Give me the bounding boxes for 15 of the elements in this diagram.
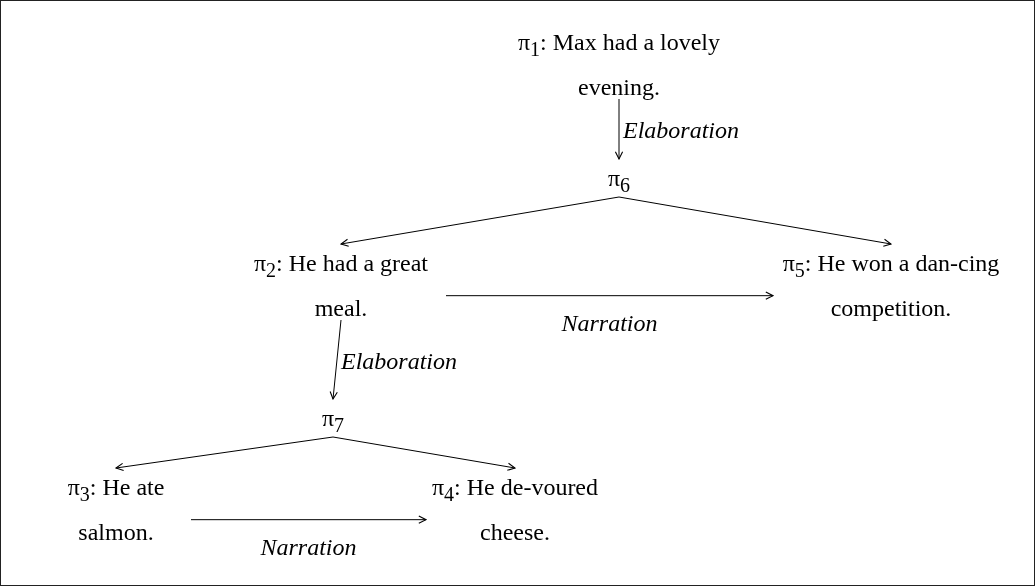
arrow: [618, 196, 892, 247]
node-text: π$_{7}$: [321, 405, 345, 431]
node-text: π$_{5}$: He won a dan-cing competition.: [782, 250, 1000, 321]
arrow: [329, 319, 342, 400]
arrow: [332, 436, 516, 471]
arrow: [190, 515, 427, 524]
node-text: π$_{3}$: He ate salmon.: [67, 474, 165, 545]
arrow: [115, 436, 334, 472]
arrow: [340, 196, 620, 247]
node-text: π$_{2}$: He had a great meal.: [253, 250, 428, 321]
arrow: [445, 291, 774, 300]
node-text: π$_{6}$: [607, 165, 631, 191]
node-text: π$_{1}$: Max had a lovely evening.: [517, 29, 721, 100]
arrow: [614, 98, 624, 160]
node-text: π$_{4}$: He de-voured cheese.: [431, 474, 599, 545]
